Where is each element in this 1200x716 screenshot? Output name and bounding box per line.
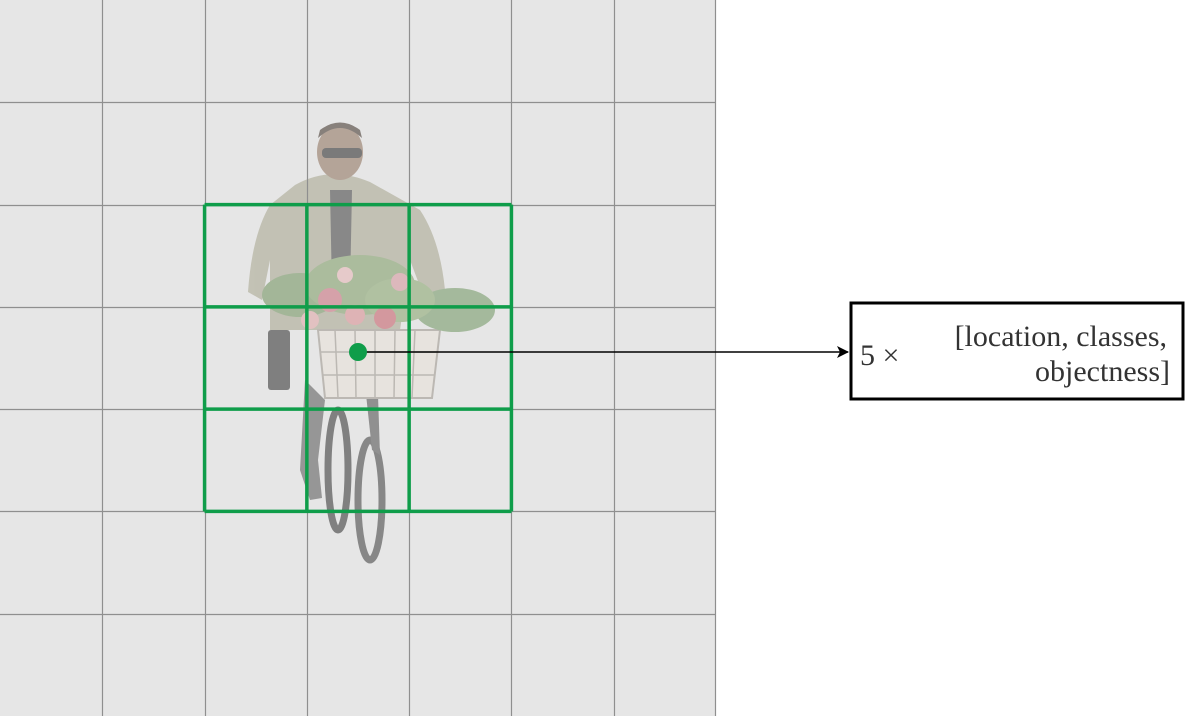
- output-multiplier: 5 ×: [860, 339, 899, 372]
- output-box: [849, 301, 1185, 401]
- output-line-1: [location, classes,: [955, 320, 1167, 353]
- output-line-2: objectness]: [1035, 355, 1170, 388]
- center-dot: [349, 343, 367, 361]
- highlight-grid: [202, 202, 514, 514]
